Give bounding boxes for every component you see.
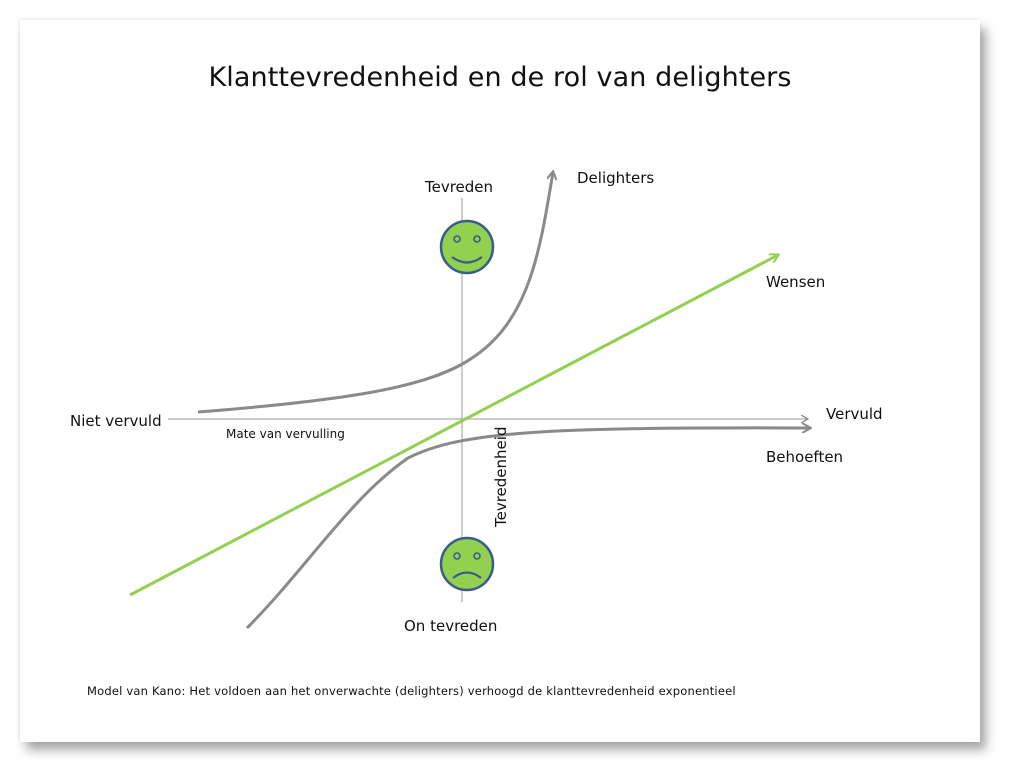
y-axis-label: Tevredenheid xyxy=(492,426,510,527)
page-title: Klanttevredenheid en de rol van delighte… xyxy=(208,62,792,93)
x-right-label: Vervuld xyxy=(826,405,883,423)
delighters-label: Delighters xyxy=(577,169,655,187)
happy-face-icon xyxy=(439,219,495,275)
wensen-line xyxy=(129,255,778,597)
wensen-label: Wensen xyxy=(766,273,826,291)
caption: Model van Kano: Het voldoen aan het onve… xyxy=(87,684,736,698)
behoeften-label: Behoeften xyxy=(766,448,844,466)
x-axis-caption: Mate van vervulling xyxy=(226,427,345,441)
behoeften-curve xyxy=(245,428,810,630)
y-bottom-label: On tevreden xyxy=(404,617,498,635)
delighters-curve xyxy=(197,172,553,414)
y-top-label: Tevreden xyxy=(425,178,494,196)
slide: Klanttevredenheid en de rol van delighte… xyxy=(20,20,980,742)
x-left-label: Niet vervuld xyxy=(70,412,162,430)
kano-diagram xyxy=(129,20,980,630)
sad-face-icon xyxy=(439,536,495,592)
